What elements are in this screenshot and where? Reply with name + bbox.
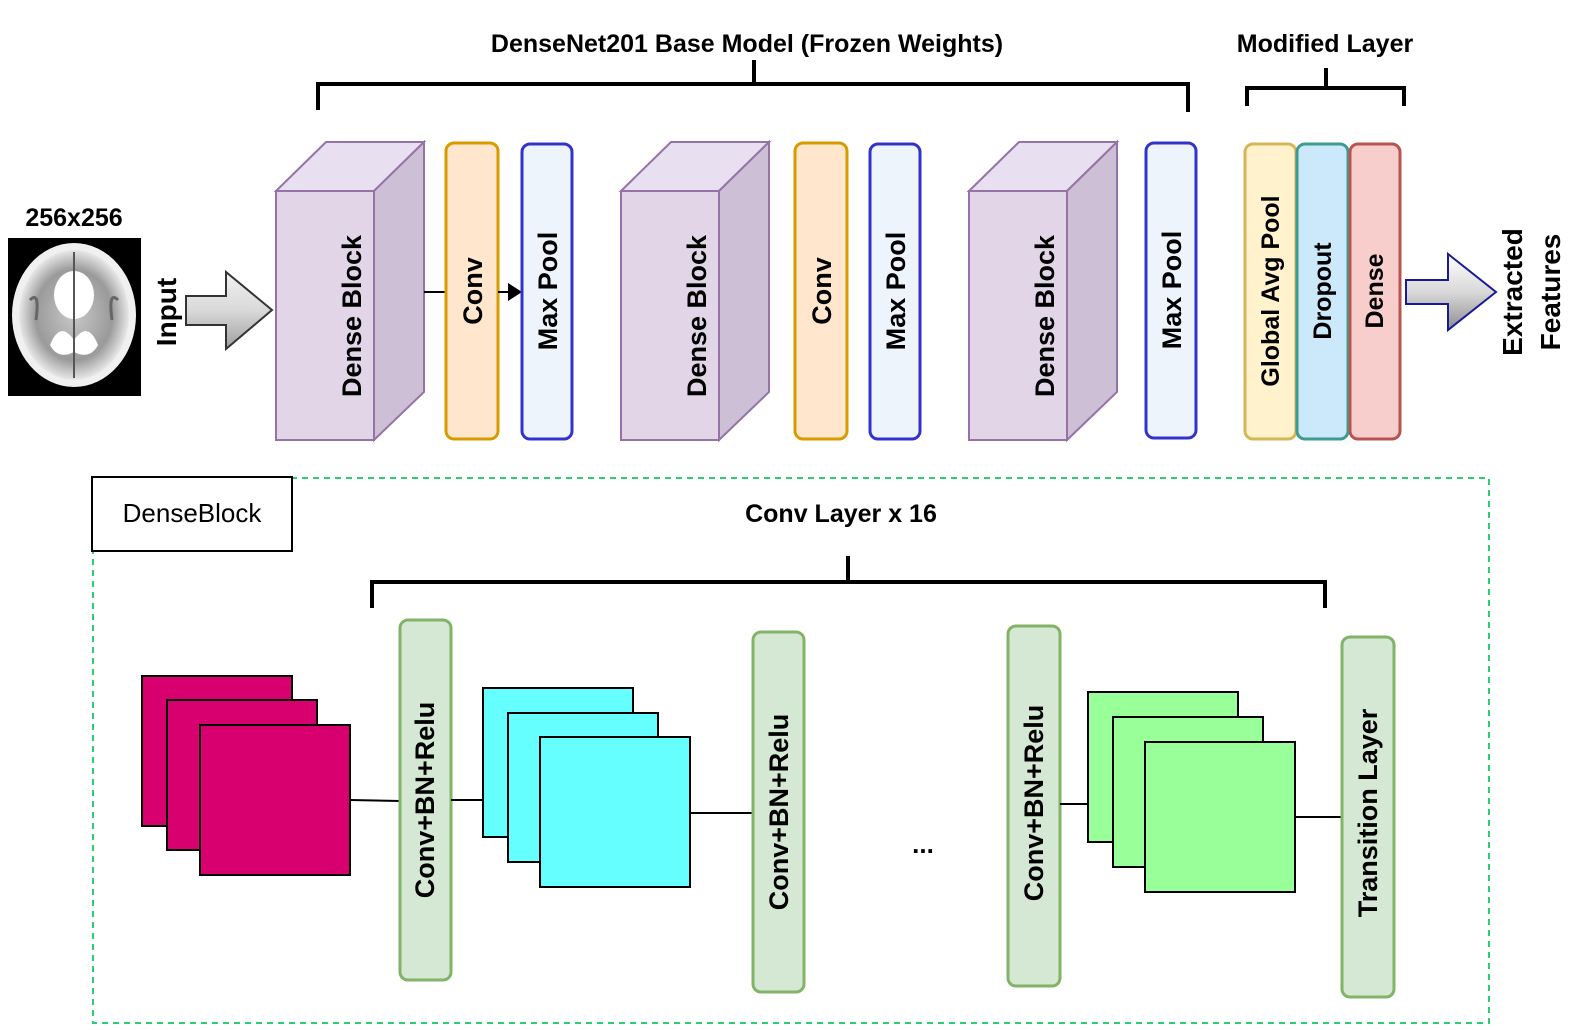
- input-size-label: 256x256: [25, 204, 122, 232]
- max-pool-2: Max Pool: [868, 142, 922, 441]
- max-pool-3-label: Max Pool: [1157, 231, 1187, 350]
- conv-layer-repeat-bracket: [370, 556, 1327, 608]
- dropout-label: Dropout: [1309, 242, 1337, 340]
- dense-label: Dense: [1361, 253, 1389, 328]
- conv-bn-relu-2-label: Conv+BN+Relu: [764, 714, 794, 911]
- output-label-line2: Features: [1535, 234, 1566, 351]
- dense-block-2: Dense Block: [618, 139, 772, 443]
- feature-maps-output: [1087, 691, 1296, 893]
- conv-layer-2: Conv: [793, 141, 849, 441]
- transition-layer: Transition Layer: [1340, 635, 1396, 999]
- conv-bn-relu-2: Conv+BN+Relu: [751, 630, 806, 994]
- connector-maps1-cbr1: [349, 799, 401, 802]
- dense-block-1-label: Dense Block: [337, 234, 367, 397]
- max-pool-3: Max Pool: [1144, 141, 1198, 440]
- ellipsis: ...: [912, 829, 934, 859]
- dense-block-detail-label: DenseBlock: [123, 498, 263, 528]
- dense-block-3-label: Dense Block: [1030, 234, 1060, 397]
- feature-maps-input: [141, 675, 351, 876]
- conv-layer-repeat-title: Conv Layer x 16: [745, 500, 937, 528]
- input-arrow: [185, 269, 274, 352]
- mri-brain-image: [8, 238, 141, 396]
- dense-block-1: Dense Block: [273, 139, 427, 443]
- conv-layer-1: Conv: [444, 141, 500, 441]
- max-pool-1: Max Pool: [520, 142, 574, 441]
- modified-layer-bracket: [1245, 68, 1406, 106]
- conv-bn-relu-3: Conv+BN+Relu: [1006, 624, 1062, 988]
- output-arrow: [1405, 251, 1498, 333]
- conv-bn-relu-1: Conv+BN+Relu: [398, 618, 453, 982]
- dense-block-3: Dense Block: [966, 139, 1120, 443]
- conv-bn-relu-1-label: Conv+BN+Relu: [410, 702, 440, 899]
- conv-layer-2-label: Conv: [807, 257, 837, 325]
- modified-layer-title: Modified Layer: [1237, 30, 1414, 58]
- max-pool-1-label: Max Pool: [533, 232, 563, 351]
- input-arrow-label: Input: [151, 278, 182, 346]
- conv-bn-relu-3-label: Conv+BN+Relu: [1019, 705, 1049, 902]
- dense-layer: Dense: [1348, 142, 1402, 441]
- base-model-bracket: [316, 60, 1190, 112]
- global-avg-pool-label: Global Avg Pool: [1257, 195, 1285, 386]
- global-avg-pool-layer: Global Avg Pool: [1243, 142, 1298, 441]
- transition-layer-label: Transition Layer: [1353, 708, 1383, 917]
- base-model-title: DenseNet201 Base Model (Frozen Weights): [491, 30, 1003, 58]
- conv-layer-1-label: Conv: [458, 257, 488, 325]
- arrowhead-conv1-pool1: [508, 283, 522, 301]
- dense-block-detail-label-box: DenseBlock: [91, 476, 293, 552]
- dense-block-detail-border: [92, 477, 1490, 1024]
- dense-block-2-label: Dense Block: [682, 234, 712, 397]
- feature-maps-intermediate: [482, 687, 691, 888]
- dropout-layer: Dropout: [1295, 142, 1350, 441]
- max-pool-2-label: Max Pool: [881, 232, 911, 351]
- output-label-line1: Extracted: [1497, 228, 1528, 356]
